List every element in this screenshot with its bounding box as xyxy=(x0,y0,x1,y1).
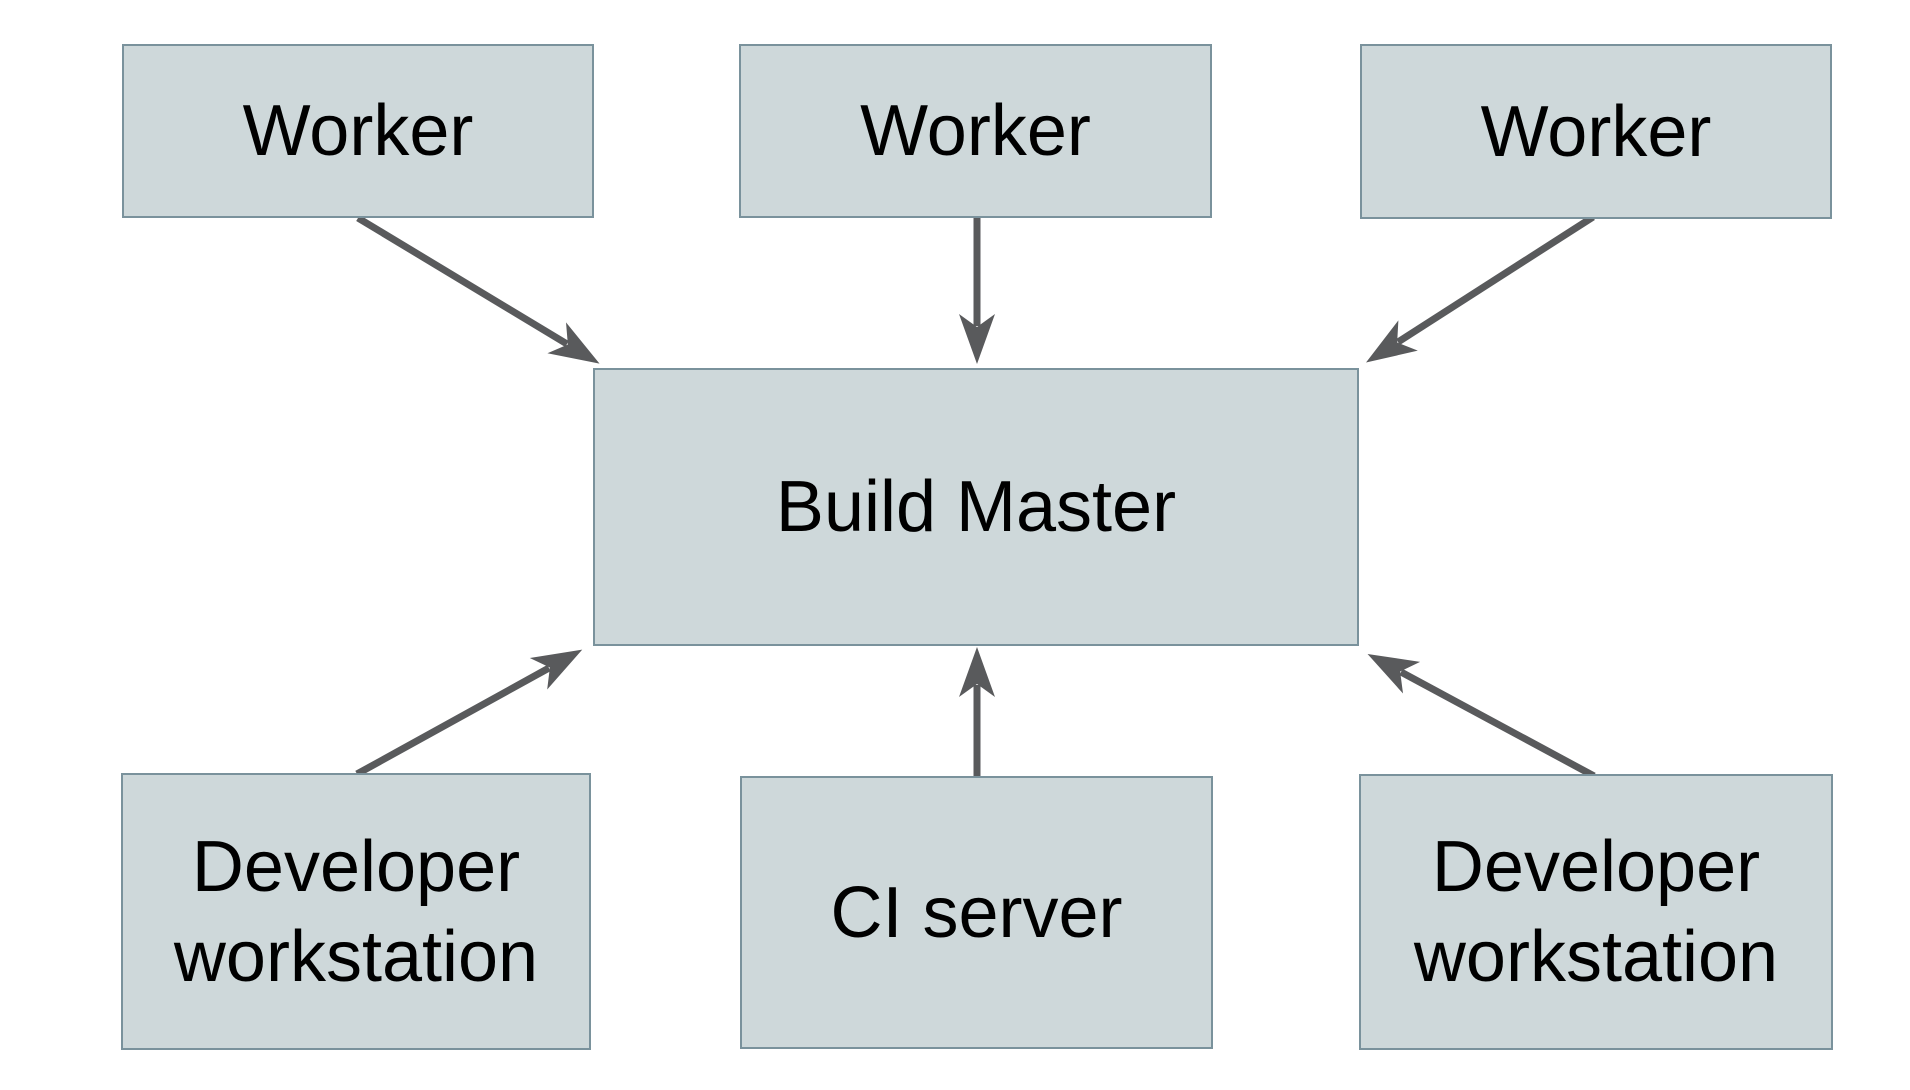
node-ci-server-label: CI server xyxy=(830,872,1123,953)
arrow-developer-workstation-2-to-build-master xyxy=(1367,653,1596,780)
node-worker-2-label: Worker xyxy=(860,91,1091,171)
node-developer-workstation-2: Developer workstation xyxy=(1359,774,1833,1050)
arrow-worker-3-to-build-master xyxy=(1366,214,1595,363)
node-developer-workstation-1-label: Developer workstation xyxy=(173,826,539,997)
node-build-master-label: Build Master xyxy=(775,467,1177,547)
node-worker-1-label: Worker xyxy=(242,91,474,171)
node-ci-server: CI server xyxy=(740,776,1213,1049)
node-worker-2: Worker xyxy=(739,44,1212,218)
node-developer-workstation-1: Developer workstation xyxy=(121,773,591,1050)
node-worker-3-label: Worker xyxy=(1480,91,1712,172)
node-worker-1: Worker xyxy=(122,44,594,218)
arrow-worker-1-to-build-master xyxy=(356,215,600,364)
node-developer-workstation-2-label: Developer workstation xyxy=(1413,827,1779,997)
node-build-master: Build Master xyxy=(593,368,1359,646)
arrow-developer-workstation-1-to-build-master xyxy=(355,649,583,778)
node-worker-3: Worker xyxy=(1360,44,1832,219)
